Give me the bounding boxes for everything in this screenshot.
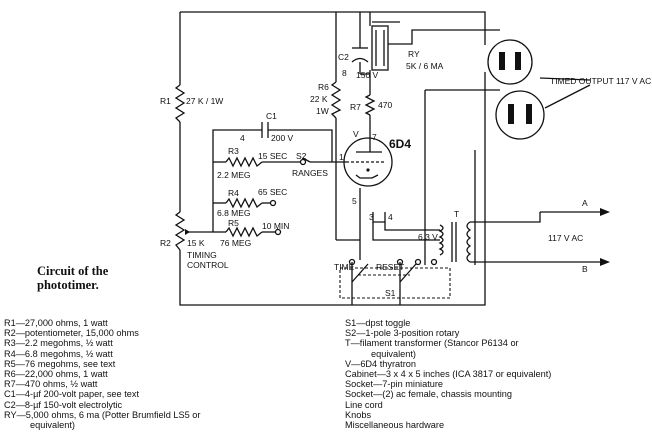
- line-b-label: B: [582, 264, 588, 274]
- r1-resistor: [174, 84, 186, 123]
- mains-117v-label: 117 V AC: [548, 233, 583, 243]
- r2-potentiometer: [174, 211, 190, 251]
- parts-item: R6—22,000 ohms, 1 watt: [4, 369, 108, 380]
- t-filament-transformer: [438, 221, 472, 263]
- parts-item: R3—2.2 megohms, ½ watt: [4, 338, 113, 349]
- tube-v-label: V: [353, 129, 359, 139]
- ry-label: RY: [408, 49, 420, 59]
- parts-list-right: S1—dpst toggle S2—1-pole 3-position rota…: [345, 318, 551, 430]
- c1-capacitance: 4: [240, 133, 245, 143]
- range-15-sec: 15 SEC: [258, 151, 287, 161]
- parts-item-continuation: equivalent): [30, 420, 75, 431]
- range-10-min: 10 MIN: [262, 221, 289, 231]
- c1-label: C1: [266, 111, 277, 121]
- r7-resistor: [364, 94, 376, 116]
- r3-value: 2.2 MEG: [217, 170, 251, 180]
- parts-item: V—6D4 thyratron: [345, 358, 416, 369]
- r5-resistor: [225, 226, 263, 238]
- s1-reset-label: RESET: [376, 262, 404, 272]
- parts-item: R2—potentiometer, 15,000 ohms: [4, 328, 139, 339]
- r2-label: R2: [160, 238, 171, 248]
- secondary-6-3v-label: 6.3 V: [418, 232, 438, 242]
- control-label: CONTROL: [187, 260, 229, 270]
- r5-value: 76 MEG: [220, 238, 251, 248]
- v-6d4-thyratron-tube: [343, 137, 393, 187]
- parts-item: Cabinet—3 x 4 x 5 inches (ICA 3817 or eq…: [345, 369, 552, 380]
- c1-voltage: 200 V: [271, 133, 294, 143]
- s1-dpst-toggle: [339, 258, 451, 299]
- pin-4-label: 4: [388, 212, 393, 222]
- r6-value-2: 1W: [316, 106, 329, 116]
- c2-capacitance: 8: [342, 68, 347, 78]
- tube-type-label: 6D4: [389, 137, 411, 151]
- s1-time-label: TIME: [334, 262, 355, 272]
- r5-label: R5: [228, 218, 239, 228]
- pin-5-label: 5: [352, 196, 357, 206]
- pin-3-label: 3: [369, 212, 374, 222]
- s1-label: S1: [385, 288, 396, 298]
- c1-capacitor: [261, 122, 269, 138]
- r4-resistor: [225, 197, 263, 209]
- parts-item: Line cord: [345, 399, 383, 410]
- phototimer-schematic: R1 27 K / 1W C1 4 200 V C2 8 150 V RY 5K…: [160, 11, 651, 306]
- r2-value: 15 K: [187, 238, 205, 248]
- s2-rotary-switch: [269, 157, 311, 236]
- parts-item: R4—6.8 megohms, ½ watt: [4, 348, 113, 359]
- parts-item: Socket—(2) ac female, chassis mounting: [345, 389, 512, 400]
- parts-item: S2—1-pole 3-position rotary: [345, 328, 460, 339]
- parts-item: R7—470 ohms, ½ watt: [4, 379, 98, 390]
- parts-item: S1—dpst toggle: [345, 318, 411, 328]
- line-a-label: A: [582, 198, 588, 208]
- parts-item: RY—5,000 ohms, 6 ma (Potter Brumfield LS…: [4, 409, 201, 420]
- timing-label: TIMING: [187, 250, 217, 260]
- r3-label: R3: [228, 146, 239, 156]
- r4-value: 6.8 MEG: [217, 208, 251, 218]
- parts-item: C1—4-µf 200-volt paper, see text: [4, 389, 140, 400]
- r7-label: R7: [350, 102, 361, 112]
- circuit-wiring: [179, 11, 610, 306]
- r6-resistor: [330, 81, 342, 119]
- c2-voltage: 150 V: [356, 70, 379, 80]
- parts-list-left: R1—27,000 ohms, 1 watt R2—potentiometer,…: [4, 318, 200, 430]
- r1-label: R1: [160, 96, 171, 106]
- ry-relay: [371, 21, 400, 71]
- transformer-t-label: T: [454, 209, 459, 219]
- c2-capacitor: [351, 47, 369, 63]
- pin-7-label: 7: [372, 132, 377, 142]
- parts-item: T—filament transformer (Stancor P6134 or: [345, 338, 519, 349]
- r6-label: R6: [318, 82, 329, 92]
- r1-value: 27 K / 1W: [186, 96, 223, 106]
- r6-value-1: 22 K: [310, 94, 328, 104]
- r3-resistor: [225, 156, 263, 168]
- parts-item: Miscellaneous hardware: [345, 420, 445, 431]
- parts-item: R5—76 megohms, see text: [4, 358, 116, 369]
- r4-label: R4: [228, 188, 239, 198]
- figure-caption: Circuit of the phototimer.: [37, 264, 109, 292]
- c2-label: C2: [338, 52, 349, 62]
- s2-label: S2: [296, 151, 307, 161]
- component-labels: R1 27 K / 1W C1 4 200 V C2 8 150 V RY 5K…: [160, 49, 651, 298]
- r7-value: 470: [378, 100, 392, 110]
- timed-output-label: TIMED OUTPUT 117 V AC: [550, 76, 651, 86]
- pin-1-label: 1: [339, 152, 344, 162]
- parts-item: Knobs: [345, 409, 372, 420]
- parts-item: R1—27,000 ohms, 1 watt: [4, 318, 108, 328]
- ry-value: 5K / 6 MA: [406, 61, 444, 71]
- ranges-label: RANGES: [292, 168, 328, 178]
- range-65-sec: 65 SEC: [258, 187, 287, 197]
- parts-item: Socket—7-pin miniature: [345, 379, 444, 390]
- parts-item-continuation: equivalent): [371, 348, 416, 359]
- parts-item: C2—8-µf 150-volt electrolytic: [4, 399, 123, 410]
